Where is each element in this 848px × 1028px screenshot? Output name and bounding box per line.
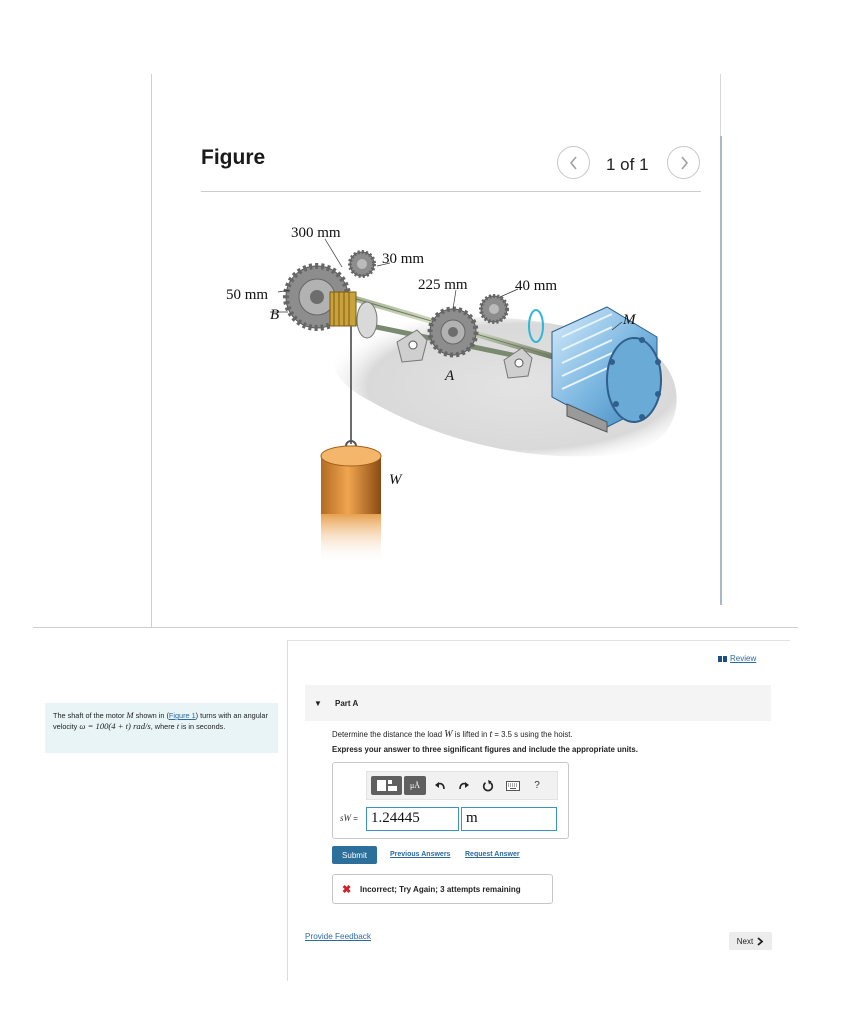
part-label: Part A [335, 698, 359, 708]
answer-variable: sW [340, 813, 351, 823]
next-label: Next [736, 936, 754, 946]
redo-button[interactable] [457, 778, 471, 794]
column-divider [287, 641, 288, 981]
problem-text: The shaft of the motor [53, 711, 127, 720]
next-figure-button[interactable] [667, 146, 700, 179]
problem-text: shown in ( [133, 711, 169, 720]
undo-icon [435, 782, 445, 790]
figure-panel-bottom-border [33, 627, 798, 628]
gear-label-b: B [270, 307, 279, 323]
dimension-label-225mm: 225 mm [418, 277, 468, 293]
review-label: Review [730, 654, 757, 663]
templates-button[interactable] [371, 776, 402, 795]
figure-counter: 1 of 1 [606, 155, 649, 174]
figure-title: Figure [201, 146, 266, 169]
units-button[interactable]: μÅ [404, 776, 426, 795]
templates-icon [376, 780, 397, 791]
problem-var-t: t [176, 721, 180, 731]
undo-button[interactable] [433, 778, 447, 794]
submit-button[interactable]: Submit [332, 846, 377, 864]
chevron-right-icon [757, 936, 764, 946]
next-button[interactable]: Next [729, 932, 772, 950]
question-var-w: W [444, 729, 453, 740]
part-a-header[interactable]: ▼ Part A [305, 685, 771, 721]
problem-text: ) turns with an angular velocity [53, 711, 268, 731]
figure-title-divider [201, 191, 701, 192]
question-text-part: is lifted in [452, 730, 490, 739]
problem-var-m: M [126, 710, 134, 720]
keyboard-icon [506, 781, 520, 791]
dimension-label-30mm: 30 mm [382, 251, 424, 267]
reset-icon [482, 780, 494, 792]
load-label-w: W [389, 472, 403, 488]
keyboard-button[interactable] [505, 778, 521, 794]
provide-feedback-link[interactable]: Provide Feedback [305, 932, 371, 941]
previous-answers-link[interactable]: Previous Answers [390, 851, 451, 858]
question-text-part: Determine the distance the load [332, 730, 445, 739]
review-icon [718, 655, 727, 662]
reset-button[interactable] [481, 778, 495, 794]
dimension-label-40mm: 40 mm [515, 278, 557, 294]
dimension-label-300mm: 300 mm [291, 225, 341, 241]
request-answer-link[interactable]: Request Answer [465, 851, 520, 858]
question-var-t: t [489, 729, 493, 740]
answer-units-input[interactable]: m [461, 807, 557, 831]
feedback-text: Incorrect; Try Again; 3 attempts remaini… [360, 884, 521, 894]
figure-panel-scrollbar[interactable] [720, 136, 722, 605]
help-button[interactable]: ? [534, 779, 540, 791]
chevron-left-icon [569, 155, 577, 170]
problem-text: , where [150, 722, 177, 731]
question-text-part: = 3.5 s using the hoist. [492, 730, 573, 739]
chevron-right-icon [680, 155, 688, 170]
previous-figure-button[interactable] [557, 146, 590, 179]
caret-down-icon: ▼ [314, 698, 322, 708]
review-link[interactable]: Review [718, 654, 756, 663]
figure-link[interactable]: Figure 1 [168, 711, 196, 720]
problem-omega: ω = 100(4 + t) rad/s [79, 721, 151, 731]
answer-value-input[interactable]: 1.24445 [366, 807, 459, 831]
question-text: Determine the distance the load W is lif… [332, 729, 573, 740]
instruction-text: Express your answer to three significant… [332, 745, 638, 754]
gear-label-a: A [444, 368, 455, 384]
figure-panel-left-border [151, 74, 152, 628]
math-toolbar: μÅ ? [366, 771, 558, 800]
figure-panel-right-border [720, 74, 721, 136]
answer-variable-label: sW = [340, 813, 358, 823]
problem-text: is in seconds. [179, 722, 226, 731]
redo-icon [459, 782, 469, 790]
motor-label-m: M [622, 312, 637, 328]
content-top-divider [287, 640, 790, 641]
feedback-box: ✖ Incorrect; Try Again; 3 attempts remai… [332, 874, 553, 904]
hoist-figure-illustration: 300 mm 30 mm 225 mm 40 mm 50 mm B A M W [226, 225, 677, 564]
equals-sign: = [353, 814, 358, 823]
problem-statement: The shaft of the motor M shown in (Figur… [45, 703, 278, 753]
incorrect-icon: ✖ [342, 883, 352, 896]
dimension-label-50mm: 50 mm [226, 287, 268, 303]
